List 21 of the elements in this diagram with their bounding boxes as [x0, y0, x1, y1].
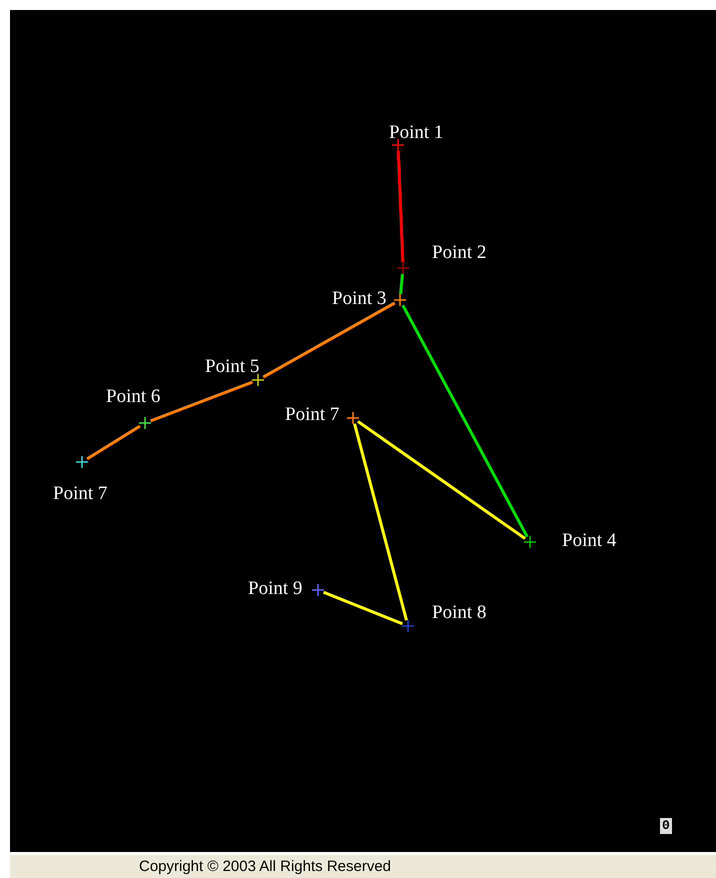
copyright-notice: Copyright © 2003 All Rights Reserved: [139, 858, 392, 875]
frame-counter: 0: [660, 818, 672, 834]
connector-line: [353, 423, 408, 621]
point-label: Point 2: [432, 242, 486, 264]
point-label: Point 1: [389, 122, 444, 144]
point-label: Point 8: [432, 602, 486, 624]
connector-line: [262, 302, 396, 378]
point-label: Point 9: [248, 578, 302, 600]
connector-line: [86, 424, 141, 460]
connector-line: [402, 304, 528, 538]
point-label: Point 3: [332, 288, 386, 310]
point-label: Point 6: [106, 386, 160, 408]
connector-line: [396, 150, 404, 262]
point-label: Point 7: [53, 483, 108, 505]
connector-line: [399, 274, 404, 294]
connector-line: [357, 420, 526, 540]
point-label: Point 5: [205, 356, 260, 378]
connector-line: [323, 590, 403, 626]
connector-line: [150, 380, 253, 422]
point-label: Point 4: [562, 530, 616, 552]
point-label: Point 7: [285, 404, 340, 426]
